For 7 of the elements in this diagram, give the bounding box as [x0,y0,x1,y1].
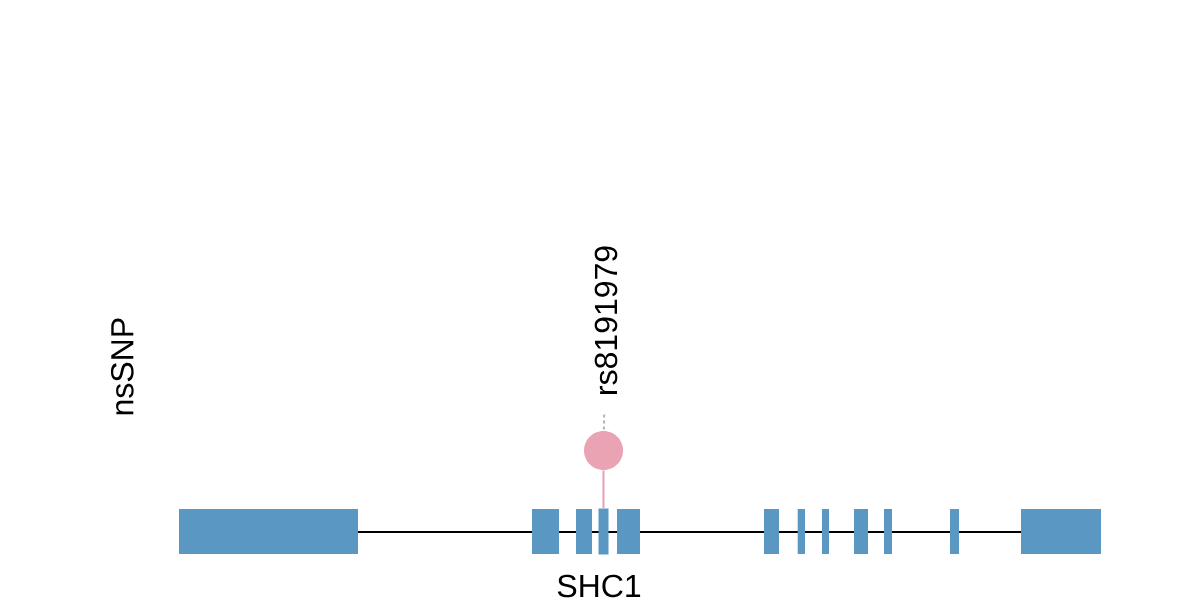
stem-line [602,469,605,510]
leader-line [602,413,606,432]
track-label: nsSNP [110,318,134,415]
snp-label: rs8191979 [594,246,618,394]
gene-label: SHC1 [557,574,641,598]
snp-marker [584,431,623,470]
exon-block [598,508,609,555]
